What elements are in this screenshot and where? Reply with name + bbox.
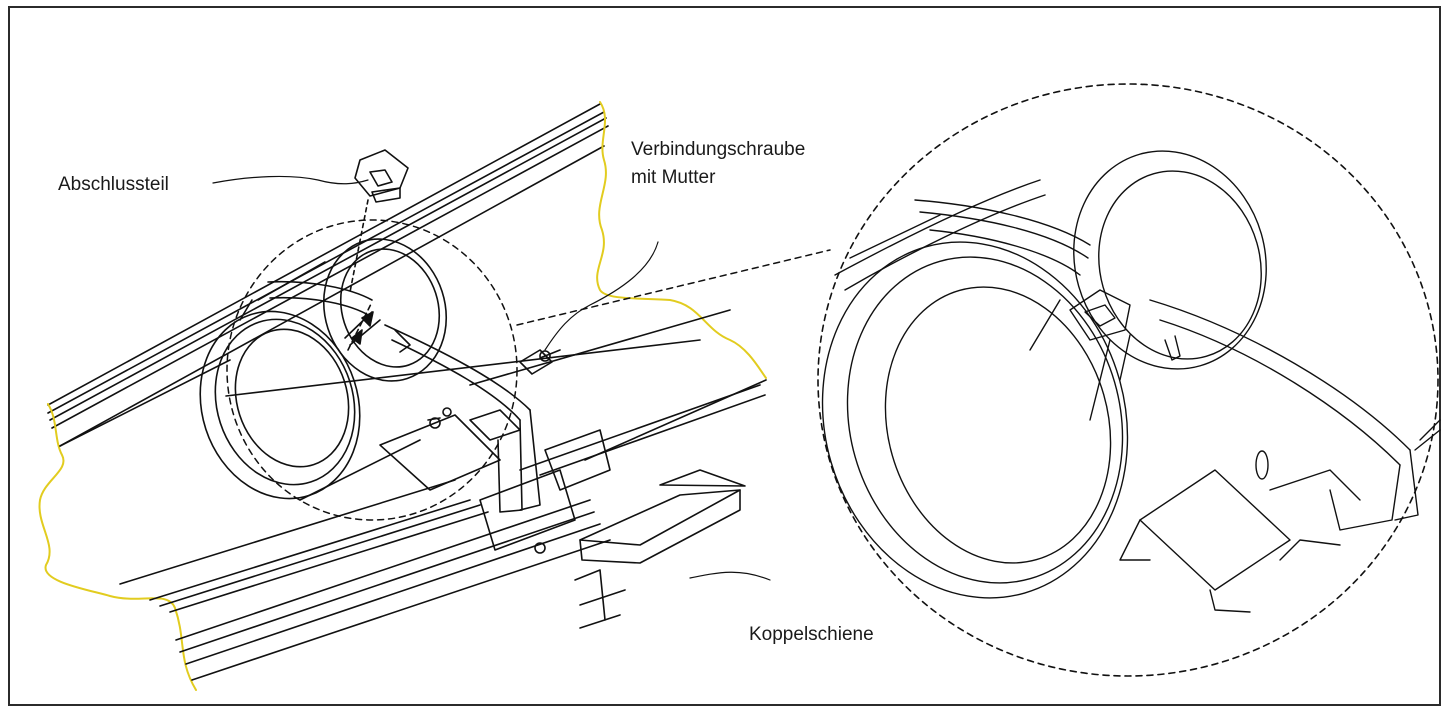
detail-view bbox=[821, 150, 1441, 613]
lower-rail-body bbox=[59, 309, 767, 681]
detail-circle-small bbox=[226, 219, 518, 521]
assembly-arrows bbox=[347, 199, 374, 351]
drum bbox=[199, 238, 448, 501]
detail-circle-large bbox=[817, 83, 1439, 677]
arch-bracket bbox=[267, 280, 541, 513]
coupling-rail-part bbox=[574, 469, 746, 629]
end-piece bbox=[354, 149, 409, 203]
end-piece-label: Abschlussteil bbox=[58, 174, 169, 195]
cut-edges bbox=[38, 101, 767, 691]
leader-lines bbox=[212, 175, 771, 581]
figure-frame bbox=[8, 6, 1441, 706]
upper-rail bbox=[47, 103, 609, 447]
connecting-screw-label-line2: mit Mutter bbox=[631, 167, 716, 188]
screw-nut bbox=[427, 349, 561, 429]
detail-connector bbox=[516, 249, 831, 326]
coupling-rail-label: Koppelschiene bbox=[749, 624, 874, 645]
connecting-screw-label-line1: Verbindungschraube bbox=[631, 139, 806, 160]
